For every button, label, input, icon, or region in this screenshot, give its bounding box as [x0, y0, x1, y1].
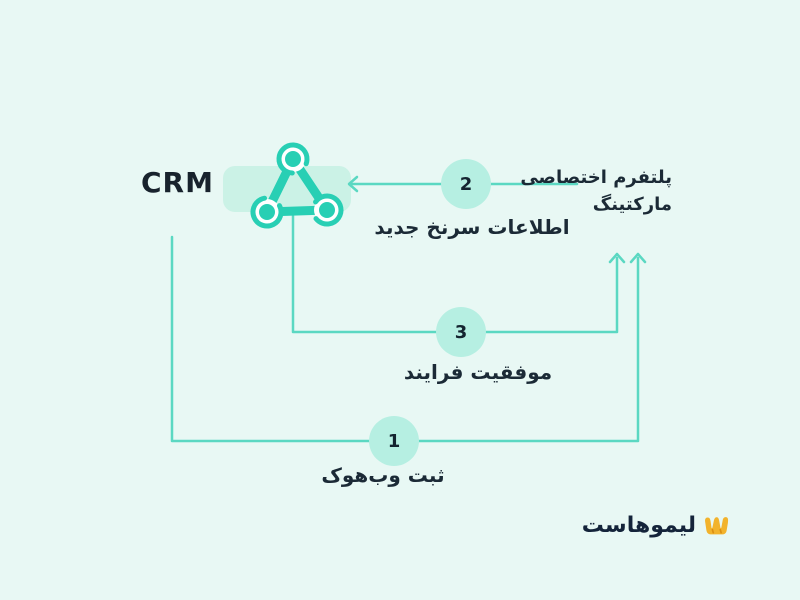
platform-label: پلتفرم اختصاصی مارکتینگ [520, 164, 672, 218]
step1-label: ثبت وب‌هوک [321, 463, 445, 487]
crm-label: CRM [141, 166, 214, 199]
webhook-icon [250, 142, 344, 229]
limoo-lemon-icon [705, 517, 729, 535]
step3-number: 3 [454, 321, 468, 343]
step3-number-badge: 3 [436, 307, 486, 357]
logo-text: لیموهاست [581, 513, 696, 538]
step2-number: 2 [459, 173, 473, 195]
step1-arrowhead-icon [629, 252, 647, 264]
step2-arrowhead-icon [347, 175, 359, 193]
step1-number-badge: 1 [369, 416, 419, 466]
limoohost-logo: لیموهاست [582, 512, 730, 539]
step1-number: 1 [387, 430, 401, 452]
step3-arrowhead-icon [608, 252, 626, 264]
step2-number-badge: 2 [441, 159, 491, 209]
platform-label-line1: پلتفرم اختصاصی [520, 167, 672, 188]
platform-label-line2: مارکتینگ [592, 194, 672, 215]
step2-label: اطلاعات سرنخ جدید [374, 215, 570, 239]
step3-label: موفقیت فرایند [403, 360, 553, 384]
step1-connector [170, 235, 640, 443]
